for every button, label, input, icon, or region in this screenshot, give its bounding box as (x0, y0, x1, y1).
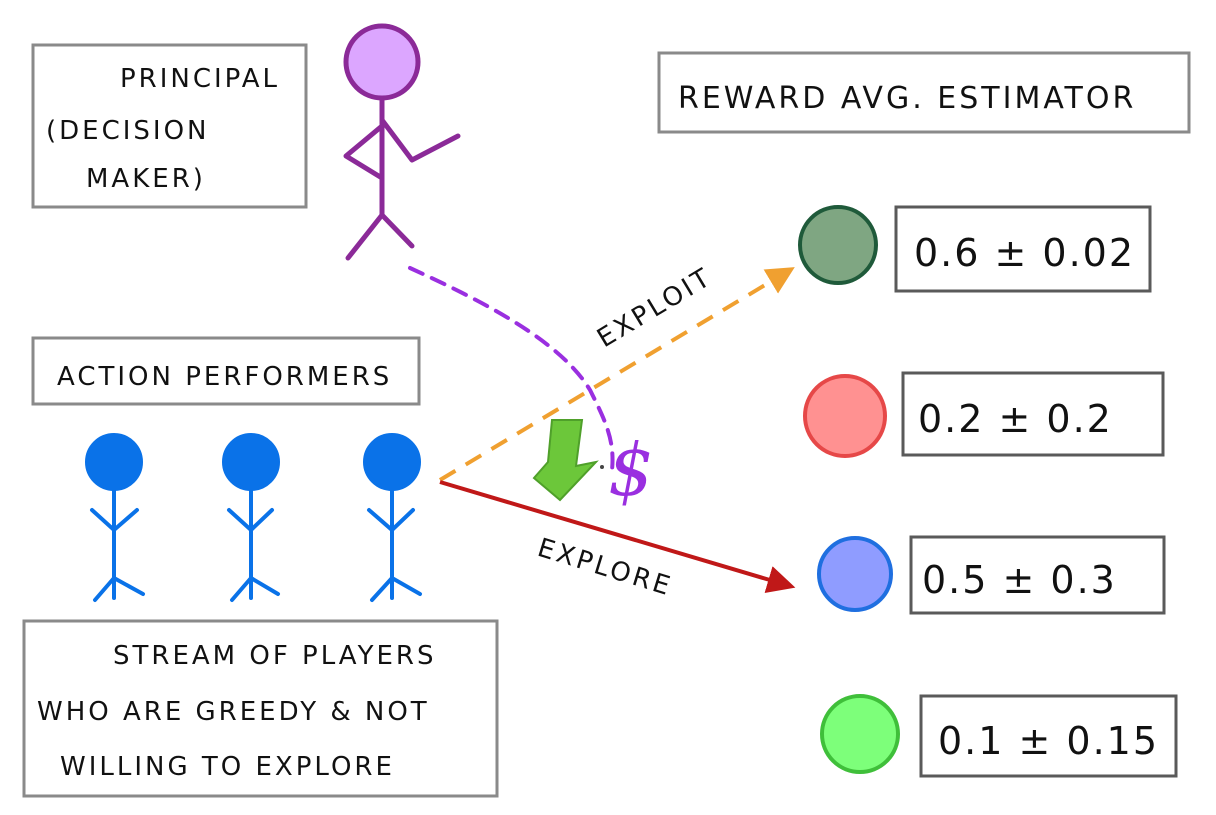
stream-box: STREAM OF PLAYERS WHO ARE GREEDY & NOT W… (22, 619, 499, 798)
reward-estimator-box: REWARD AVG. ESTIMATOR (657, 51, 1191, 134)
action-performers-box: ACTION PERFORMERS (31, 336, 421, 406)
arm-1: 0.6 ± 0.02 (798, 205, 1152, 293)
stream-label-line2: WHO ARE GREEDY & NOT (37, 697, 430, 727)
principal-label-line1: PRINCIPAL (120, 64, 280, 94)
arm-2-estimate: 0.2 ± 0.2 (918, 397, 1113, 441)
arm-3-circle (817, 536, 893, 612)
arm-3-estimate: 0.5 ± 0.3 (922, 558, 1117, 602)
stream-label-line3: WILLING TO EXPLORE (60, 752, 395, 782)
payment-dashed-line (408, 266, 615, 472)
performer-figure-3 (363, 433, 422, 602)
payment-dot (600, 465, 604, 469)
arm-2: 0.2 ± 0.2 (803, 371, 1165, 458)
payment-symbol: $ (608, 428, 654, 512)
arm-4-circle (820, 694, 900, 774)
principal-label-line3: MAKER) (86, 164, 206, 194)
principal-right-arm (379, 117, 461, 163)
arm-1-circle (798, 205, 878, 285)
arm-2-circle (803, 374, 887, 458)
principal-head (343, 23, 421, 101)
principal-box: PRINCIPAL (DECISION MAKER) (31, 43, 308, 209)
principal-figure (343, 23, 461, 261)
nudge-arrow-icon (532, 419, 599, 502)
principal-left-leg (345, 212, 385, 261)
stream-label-line1: STREAM OF PLAYERS (113, 641, 436, 671)
reward-estimator-title: REWARD AVG. ESTIMATOR (678, 81, 1136, 116)
performer-figure-2 (222, 433, 280, 602)
action-performers-title: ACTION PERFORMERS (57, 362, 392, 392)
principal-label-line2: (DECISION (46, 116, 210, 146)
performer-figure-1 (85, 433, 145, 602)
arm-1-estimate: 0.6 ± 0.02 (914, 231, 1135, 275)
explore-label: EXPLORE (534, 533, 676, 602)
arm-3: 0.5 ± 0.3 (817, 535, 1166, 615)
exploit-label: EXPLOIT (592, 262, 718, 354)
arm-4: 0.1 ± 0.15 (820, 694, 1178, 778)
exploit-arrow (438, 267, 795, 482)
explore-arrow (439, 480, 796, 594)
principal-right-leg (379, 212, 415, 249)
principal-left-arm (343, 123, 385, 181)
arm-4-estimate: 0.1 ± 0.15 (938, 719, 1159, 763)
